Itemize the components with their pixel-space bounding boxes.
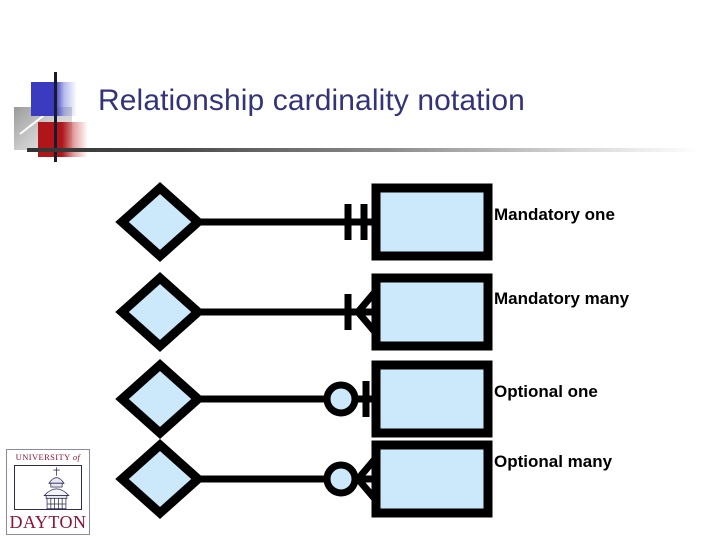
row-optional-one [115,358,493,440]
entity-box-4 [371,440,493,518]
entity-box-2 [371,273,493,351]
row-label-optional-one: Optional one [494,382,598,401]
row-mandatory-many [115,271,493,353]
logo-line-dayton: DAYTON [9,512,87,532]
relationship-diamond-3 [115,358,205,440]
logo-of-text: of [72,452,81,462]
row-mandatory-one [115,181,493,263]
logo-university-text: UNIVERSITY [15,452,71,462]
row-optional-many [115,438,493,520]
logo-line-university: UNIVERSITY of [7,452,89,462]
relationship-diamond-2 [115,271,205,353]
entity-box-3 [371,360,493,438]
chapel-dome-icon [43,467,70,509]
relationship-diamond-4 [115,438,205,520]
optionality-circle-4 [323,461,359,497]
row-label-optional-many: Optional many [494,452,613,471]
logo-emblem-frame [14,465,82,510]
row-label-mandatory-one: Mandatory one [494,205,615,224]
university-of-dayton-logo: UNIVERSITY of [6,449,90,535]
page-title: Relationship cardinality notation [98,84,525,117]
entity-box-1 [371,183,493,261]
relationship-diamond-1 [115,181,205,263]
row-label-mandatory-many: Mandatory many [494,289,630,308]
optionality-circle-3 [323,381,359,417]
